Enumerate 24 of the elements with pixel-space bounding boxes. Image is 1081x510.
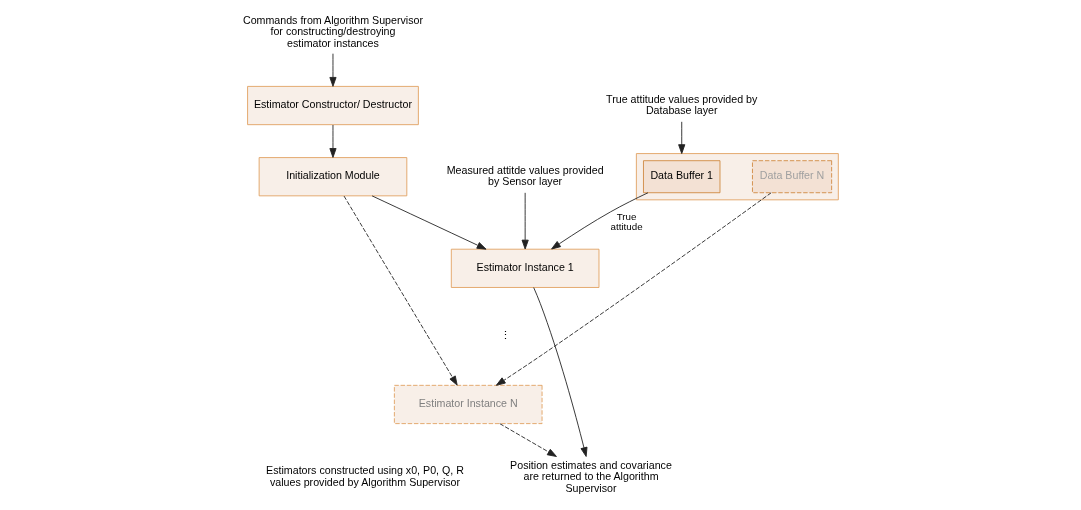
arrow — [521, 192, 529, 250]
arrow — [495, 192, 772, 386]
node-box: Data Buffer N — [752, 160, 833, 194]
arrow — [533, 287, 588, 457]
arrow — [329, 53, 337, 87]
node-text: Measured attitde values provided by Sensor layer — [446, 163, 604, 188]
arrow — [551, 192, 649, 250]
node-text: Commands from Algorithm Supervisor for constructing/destroying estimator instances — [242, 13, 423, 49]
node-box: Estimator Instance 1 — [450, 248, 600, 288]
arrow — [678, 121, 686, 155]
arrow — [499, 423, 557, 457]
edge-label: True attitude — [610, 210, 643, 233]
node-box: Initialization Module — [258, 157, 408, 197]
node-text: True attitude values provided by Database layer — [606, 92, 758, 117]
arrow — [371, 195, 487, 250]
node-box: Estimator Instance N — [393, 384, 543, 425]
node-box: Data Buffer 1 — [643, 160, 721, 194]
label: Estimators constructed using x0, P0, Q, R values provided by Algorithm Supervisor — [266, 464, 464, 488]
arrow — [329, 124, 337, 158]
node-text: Position estimates and covariance are returned to the Algorithm Supervisor — [510, 458, 672, 494]
cluster — [635, 153, 839, 201]
node-box: Estimator Constructor/ Destructor — [247, 85, 419, 126]
label: ⋮ — [500, 329, 512, 342]
arrow — [343, 195, 458, 386]
